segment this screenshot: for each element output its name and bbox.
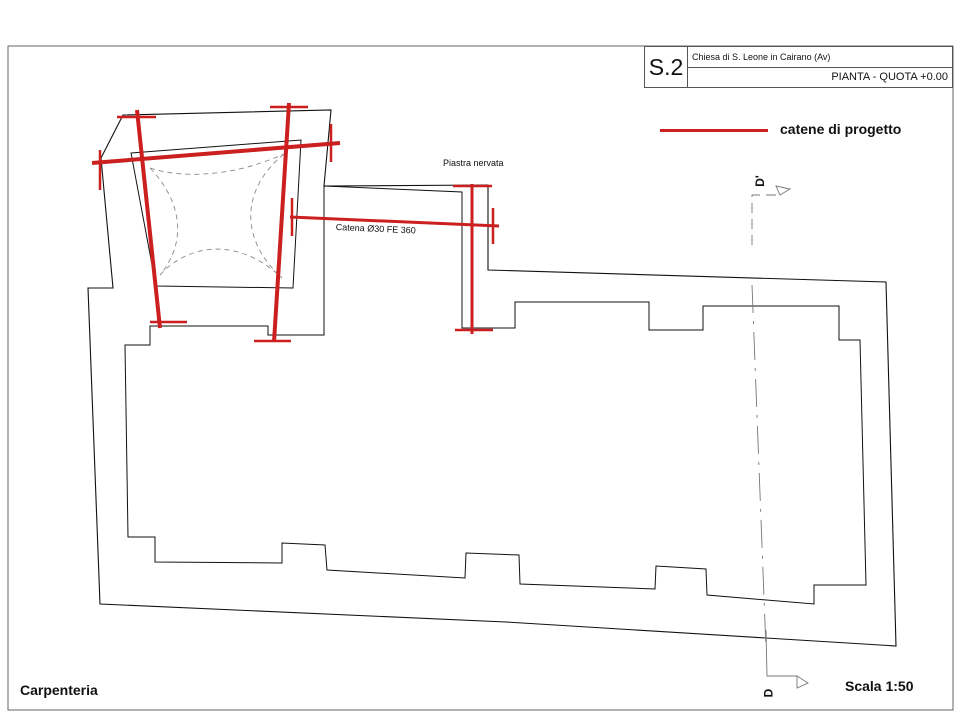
title-block: S.2 Chiesa di S. Leone in Cairano (Av) P… xyxy=(644,46,953,88)
sheet-frame xyxy=(7,45,954,711)
drawing-title: PIANTA - QUOTA +0.00 xyxy=(831,71,948,83)
inner-wall-outline xyxy=(124,185,867,605)
tie-rod-tower-right xyxy=(272,102,291,343)
section-line-d xyxy=(751,185,809,689)
outer-wall-outline xyxy=(87,109,897,647)
drawing-category: Carpenteria xyxy=(20,682,98,698)
tie-rods xyxy=(91,102,500,343)
section-mark-top: D' xyxy=(752,175,767,187)
project-name: Chiesa di S. Leone in Cairano (Av) xyxy=(688,47,952,68)
tie-rod-tower-left xyxy=(135,109,162,329)
plate-label: Piastra nervata xyxy=(443,158,504,168)
legend-label: catene di progetto xyxy=(780,121,902,137)
legend-swatch xyxy=(660,129,768,132)
tower-inner-outline xyxy=(130,139,302,289)
sheet-code: S.2 xyxy=(645,47,688,87)
drawing-scale: Scala 1:50 xyxy=(845,678,914,694)
tie-rod-tower-top xyxy=(91,141,341,165)
tie-rod-catena xyxy=(289,215,500,228)
section-mark-bottom: D xyxy=(761,688,776,698)
vault-groins xyxy=(149,153,285,279)
